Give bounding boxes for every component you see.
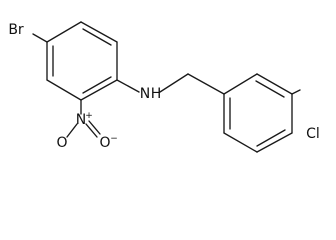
amine-nitrogen-label: N (140, 86, 150, 102)
ring-bond (223, 132, 258, 153)
nitro-oxygen-left-label: O (56, 135, 67, 151)
ring-bond (80, 79, 118, 101)
ring-bond (256, 73, 293, 95)
n-ch2-bond (159, 73, 189, 93)
ring-bond (223, 73, 258, 95)
ring-double-bond (256, 129, 286, 147)
left-benzene-ring (46, 21, 118, 101)
nitro-nitrogen-label: N (76, 112, 86, 128)
c-cl-bond (291, 89, 301, 95)
chlorine-label: Cl (306, 126, 320, 142)
ring-bond (80, 21, 118, 43)
nitro-n-o-double-bond-outer (85, 123, 98, 138)
amine-hydrogen-label: H (151, 86, 162, 102)
nitro-oxygen-right-label: O (99, 135, 110, 151)
nitro-positive-charge: + (85, 111, 93, 121)
c-br-bond (32, 33, 48, 43)
ring-double-bond (82, 28, 112, 46)
c-n-amine-bond (116, 79, 140, 93)
ring-bond (46, 79, 82, 101)
right-benzene-ring (223, 73, 293, 153)
bromine-label: Br (8, 22, 24, 38)
nitro-n-o-double-bond-inner (88, 120, 101, 135)
ring-bond (46, 21, 82, 43)
ch2-c-bond (187, 73, 225, 95)
chemical-structure: Br N H N + O O − Cl (8, 21, 320, 153)
nitro-negative-charge: − (110, 134, 118, 144)
ring-double-bond (255, 80, 285, 98)
ring-bond (256, 132, 293, 153)
nitro-n-o-single-bond (66, 123, 78, 138)
ring-double-bond (82, 76, 112, 94)
